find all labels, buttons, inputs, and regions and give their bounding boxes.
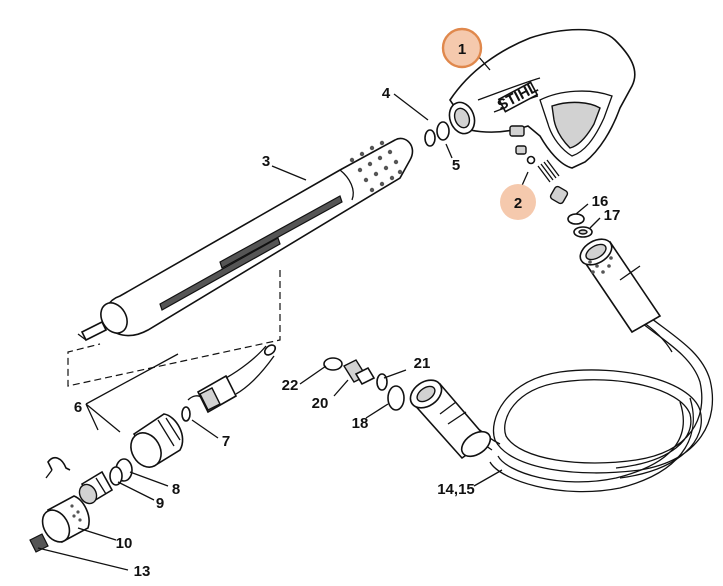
label-9: 9 (156, 495, 164, 512)
bracket-6 (85, 353, 179, 433)
nozzle-cap (130, 413, 184, 468)
label-16: 16 (592, 193, 609, 210)
nozzle-insert (78, 470, 114, 505)
o-ring-21 (376, 373, 388, 391)
label-13: 13 (134, 563, 151, 580)
label-8: 8 (172, 481, 180, 498)
o-ring-4 (424, 129, 436, 147)
spray-gun-body: STIHL (448, 28, 636, 169)
label-22: 22 (282, 377, 299, 394)
label-4: 4 (382, 85, 391, 102)
label-7: 7 (222, 433, 230, 450)
o-ring-5 (436, 121, 450, 141)
label-3: 3 (262, 153, 270, 170)
valve-parts (515, 145, 569, 205)
guide-dashed-lance (67, 270, 281, 387)
label-10: 10 (116, 535, 133, 552)
adapter-20 (342, 359, 376, 386)
highlight-marker-2 (500, 184, 536, 220)
spray-lance (77, 137, 414, 342)
hose-assembly (473, 299, 714, 493)
label-5: 5 (452, 157, 460, 174)
label-14-15: 14,15 (437, 481, 475, 498)
o-ring-16 (567, 213, 585, 225)
label-18: 18 (352, 415, 369, 432)
nozzle-tip (29, 533, 49, 553)
o-ring-22 (323, 357, 343, 371)
label-1: 1 (458, 41, 466, 58)
label-21: 21 (414, 355, 431, 372)
nozzle-hose-piece (187, 344, 277, 414)
o-ring-18 (387, 385, 405, 411)
o-ring-7 (181, 406, 191, 422)
o-ring-9 (109, 466, 123, 486)
label-17: 17 (604, 207, 621, 224)
leader-lines (37, 55, 601, 571)
hose-ferrule-top (579, 238, 662, 334)
nozzle-end-cap (41, 495, 90, 544)
label-2: 2 (514, 195, 522, 212)
label-20: 20 (312, 395, 329, 412)
highlight-marker-1 (441, 27, 483, 69)
hose-connector (409, 379, 492, 460)
label-6: 6 (74, 399, 82, 416)
clip (47, 456, 71, 471)
